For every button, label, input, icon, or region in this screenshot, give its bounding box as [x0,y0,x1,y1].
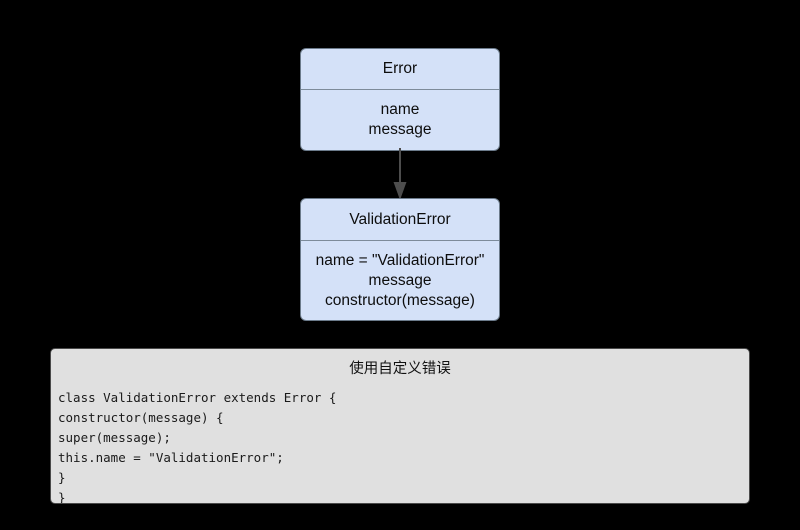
uml-class-validationerror-members: name = "ValidationError" message constru… [301,241,499,320]
uml-member: message [368,121,432,138]
code-panel[interactable]: 使用自定义错误 class ValidationError extends Er… [50,348,750,504]
code-block: class ValidationError extends Error { co… [51,380,749,504]
code-line: this.name = "ValidationError"; [58,450,284,466]
uml-class-error-title: Error [301,49,499,90]
uml-member: message [368,271,432,289]
uml-member: name = "ValidationError" [315,251,485,269]
uml-class-error-members: name message [301,90,499,150]
code-line: } [58,490,66,504]
code-line: } [58,470,66,486]
uml-class-validationerror[interactable]: ValidationError name = "ValidationError"… [300,198,500,321]
code-line: super(message); [58,430,171,446]
uml-class-validationerror-title: ValidationError [301,199,499,241]
inheritance-arrow-icon [393,148,407,200]
code-line: class ValidationError extends Error { [58,390,337,406]
code-line: constructor(message) { [58,410,224,426]
uml-member: name [380,101,420,118]
code-panel-title: 使用自定义错误 [349,361,451,377]
uml-class-error[interactable]: Error name message [300,48,500,151]
uml-member: constructor(message) [325,291,475,309]
